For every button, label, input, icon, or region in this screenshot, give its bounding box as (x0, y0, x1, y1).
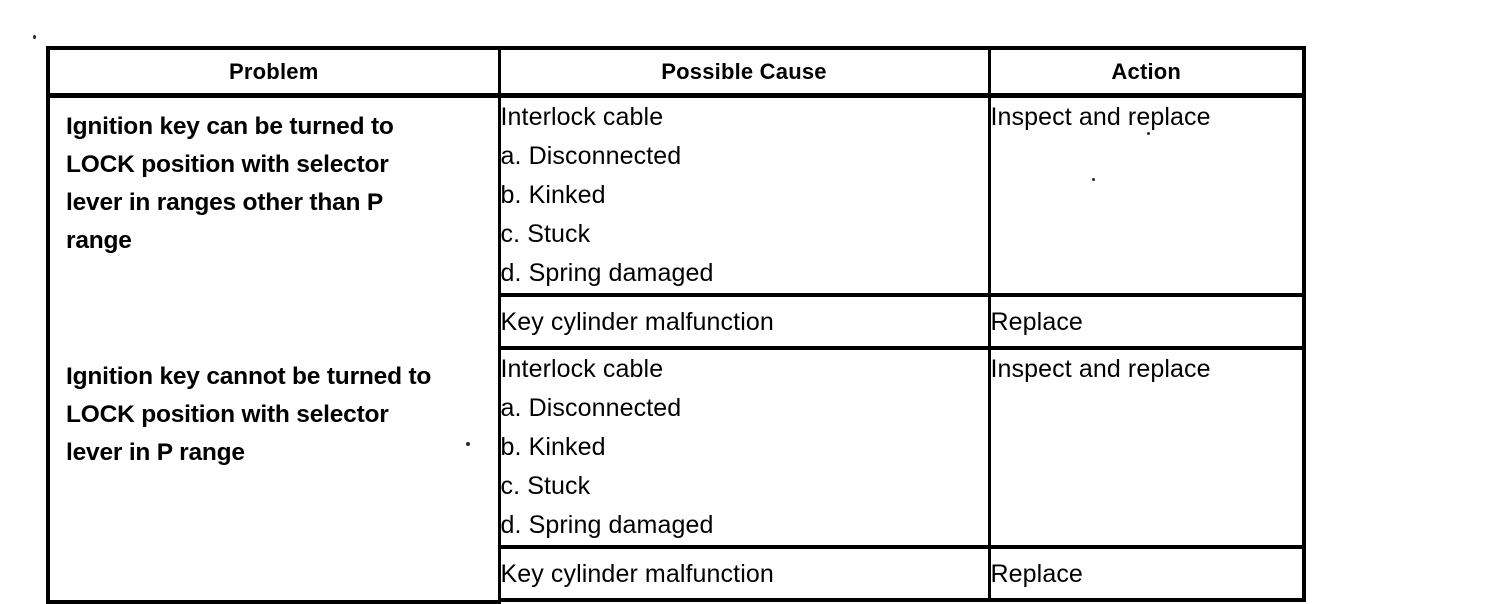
troubleshooting-table: Problem Possible Cause Action Ignition k… (46, 46, 1306, 604)
action-cell: Inspect and replace (989, 95, 1306, 297)
bottom-edge-problem (46, 600, 501, 604)
cause-line: a. Disconnected (500, 142, 682, 170)
cause-line: Key cylinder malfunction (500, 560, 774, 588)
action-line: Replace (990, 308, 1083, 336)
possible-cause-cell: Interlock cable a. Disconnected b. Kinke… (499, 348, 991, 549)
possible-cause-cell: Key cylinder malfunction (499, 295, 991, 350)
cause-line: Interlock cable (500, 355, 664, 383)
problem-line: Ignition key can be turned to (66, 113, 394, 140)
cause-line: b. Kinked (500, 433, 606, 461)
table-row: Ignition key can be turned to LOCK posit… (46, 95, 1306, 348)
table-row: Key cylinder malfunction Replace (48, 295, 1306, 350)
table: Problem Possible Cause Action Ignition k… (46, 46, 1306, 604)
action-cell: Inspect and replace (989, 348, 1306, 549)
problem-line: Ignition key cannot be turned to (66, 363, 432, 390)
problem-cell: Ignition key can be turned to LOCK posit… (46, 95, 501, 348)
cause-line: c. Stuck (500, 220, 591, 248)
scan-speck (33, 35, 36, 39)
action-cell: Replace (989, 295, 1306, 350)
header-row: Problem Possible Cause Action (46, 46, 1306, 98)
possible-cause-cell: Interlock cable a. Disconnected b. Kinke… (499, 95, 991, 297)
cause-line: c. Stuck (500, 472, 591, 500)
problem-line: LOCK position with selector (66, 151, 389, 178)
problem-line: lever in P range (66, 439, 245, 466)
table-body: Ignition key can be turned to LOCK posit… (46, 95, 1306, 604)
cause-line: Interlock cable (500, 103, 664, 131)
action-line: Inspect and replace (990, 103, 1211, 131)
bottom-edge-action (989, 600, 1304, 602)
cause-line: Key cylinder malfunction (500, 308, 774, 336)
cause-line: a. Disconnected (500, 394, 682, 422)
column-header-possible-cause: Possible Cause (499, 46, 991, 98)
problem-line: range (66, 227, 132, 254)
action-line: Replace (990, 560, 1083, 588)
problem-line: lever in ranges other than P (66, 189, 384, 216)
column-header-action: Action (989, 46, 1306, 98)
cause-line: d. Spring damaged (500, 511, 714, 539)
cause-line: b. Kinked (500, 181, 606, 209)
problem-line: LOCK position with selector (66, 401, 389, 428)
possible-cause-cell: Key cylinder malfunction (499, 547, 991, 602)
table-row: Ignition key cannot be turned to LOCK po… (46, 348, 1306, 600)
cause-line: d. Spring damaged (500, 259, 714, 287)
action-line: Inspect and replace (990, 355, 1211, 383)
table-bottom-edge (46, 600, 1304, 604)
bottom-edge-cause (499, 600, 989, 602)
column-header-problem: Problem (46, 46, 501, 98)
action-cell: Replace (989, 547, 1306, 602)
problem-cell: Ignition key cannot be turned to LOCK po… (46, 348, 501, 600)
table-header: Problem Possible Cause Action (46, 46, 1306, 98)
